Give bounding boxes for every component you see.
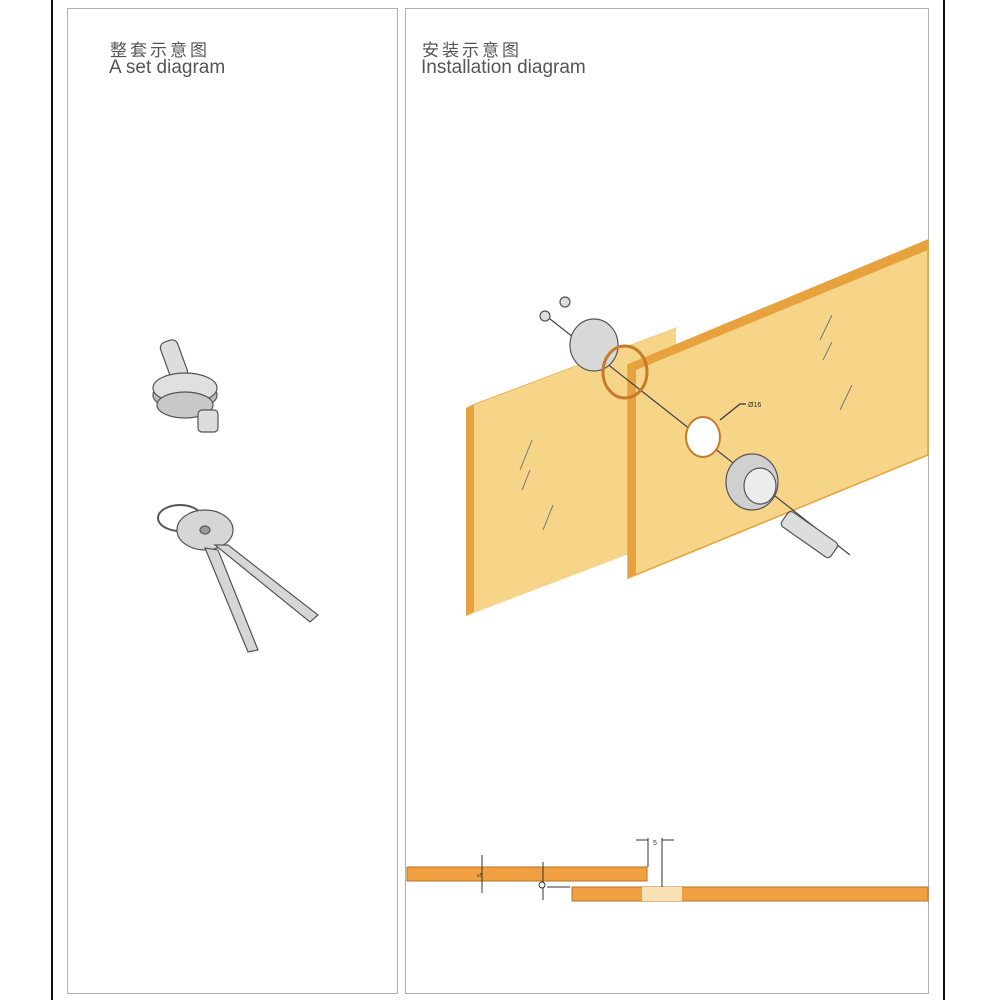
set-title-en: A set diagram (109, 57, 226, 78)
right-border-line (943, 0, 945, 1000)
thickness-label: ≤5 (477, 873, 483, 879)
install-title-en: Installation diagram (421, 57, 586, 78)
left-border-line (51, 0, 53, 1000)
lock-assembly-exploded (539, 296, 851, 559)
hole-diameter-label: Ø16 (748, 402, 761, 409)
installation-diagram-panel (405, 8, 929, 994)
set-title-cn: 整套示意图 (110, 41, 210, 61)
gap-label: 5 (653, 840, 657, 847)
set-diagram-panel (67, 8, 398, 994)
keys-illustration (157, 504, 319, 653)
install-title-cn: 安装示意图 (422, 41, 522, 61)
lock-cylinder-illustration (152, 339, 219, 433)
side-view-section (406, 838, 929, 902)
rear-glass-panel (627, 238, 929, 580)
